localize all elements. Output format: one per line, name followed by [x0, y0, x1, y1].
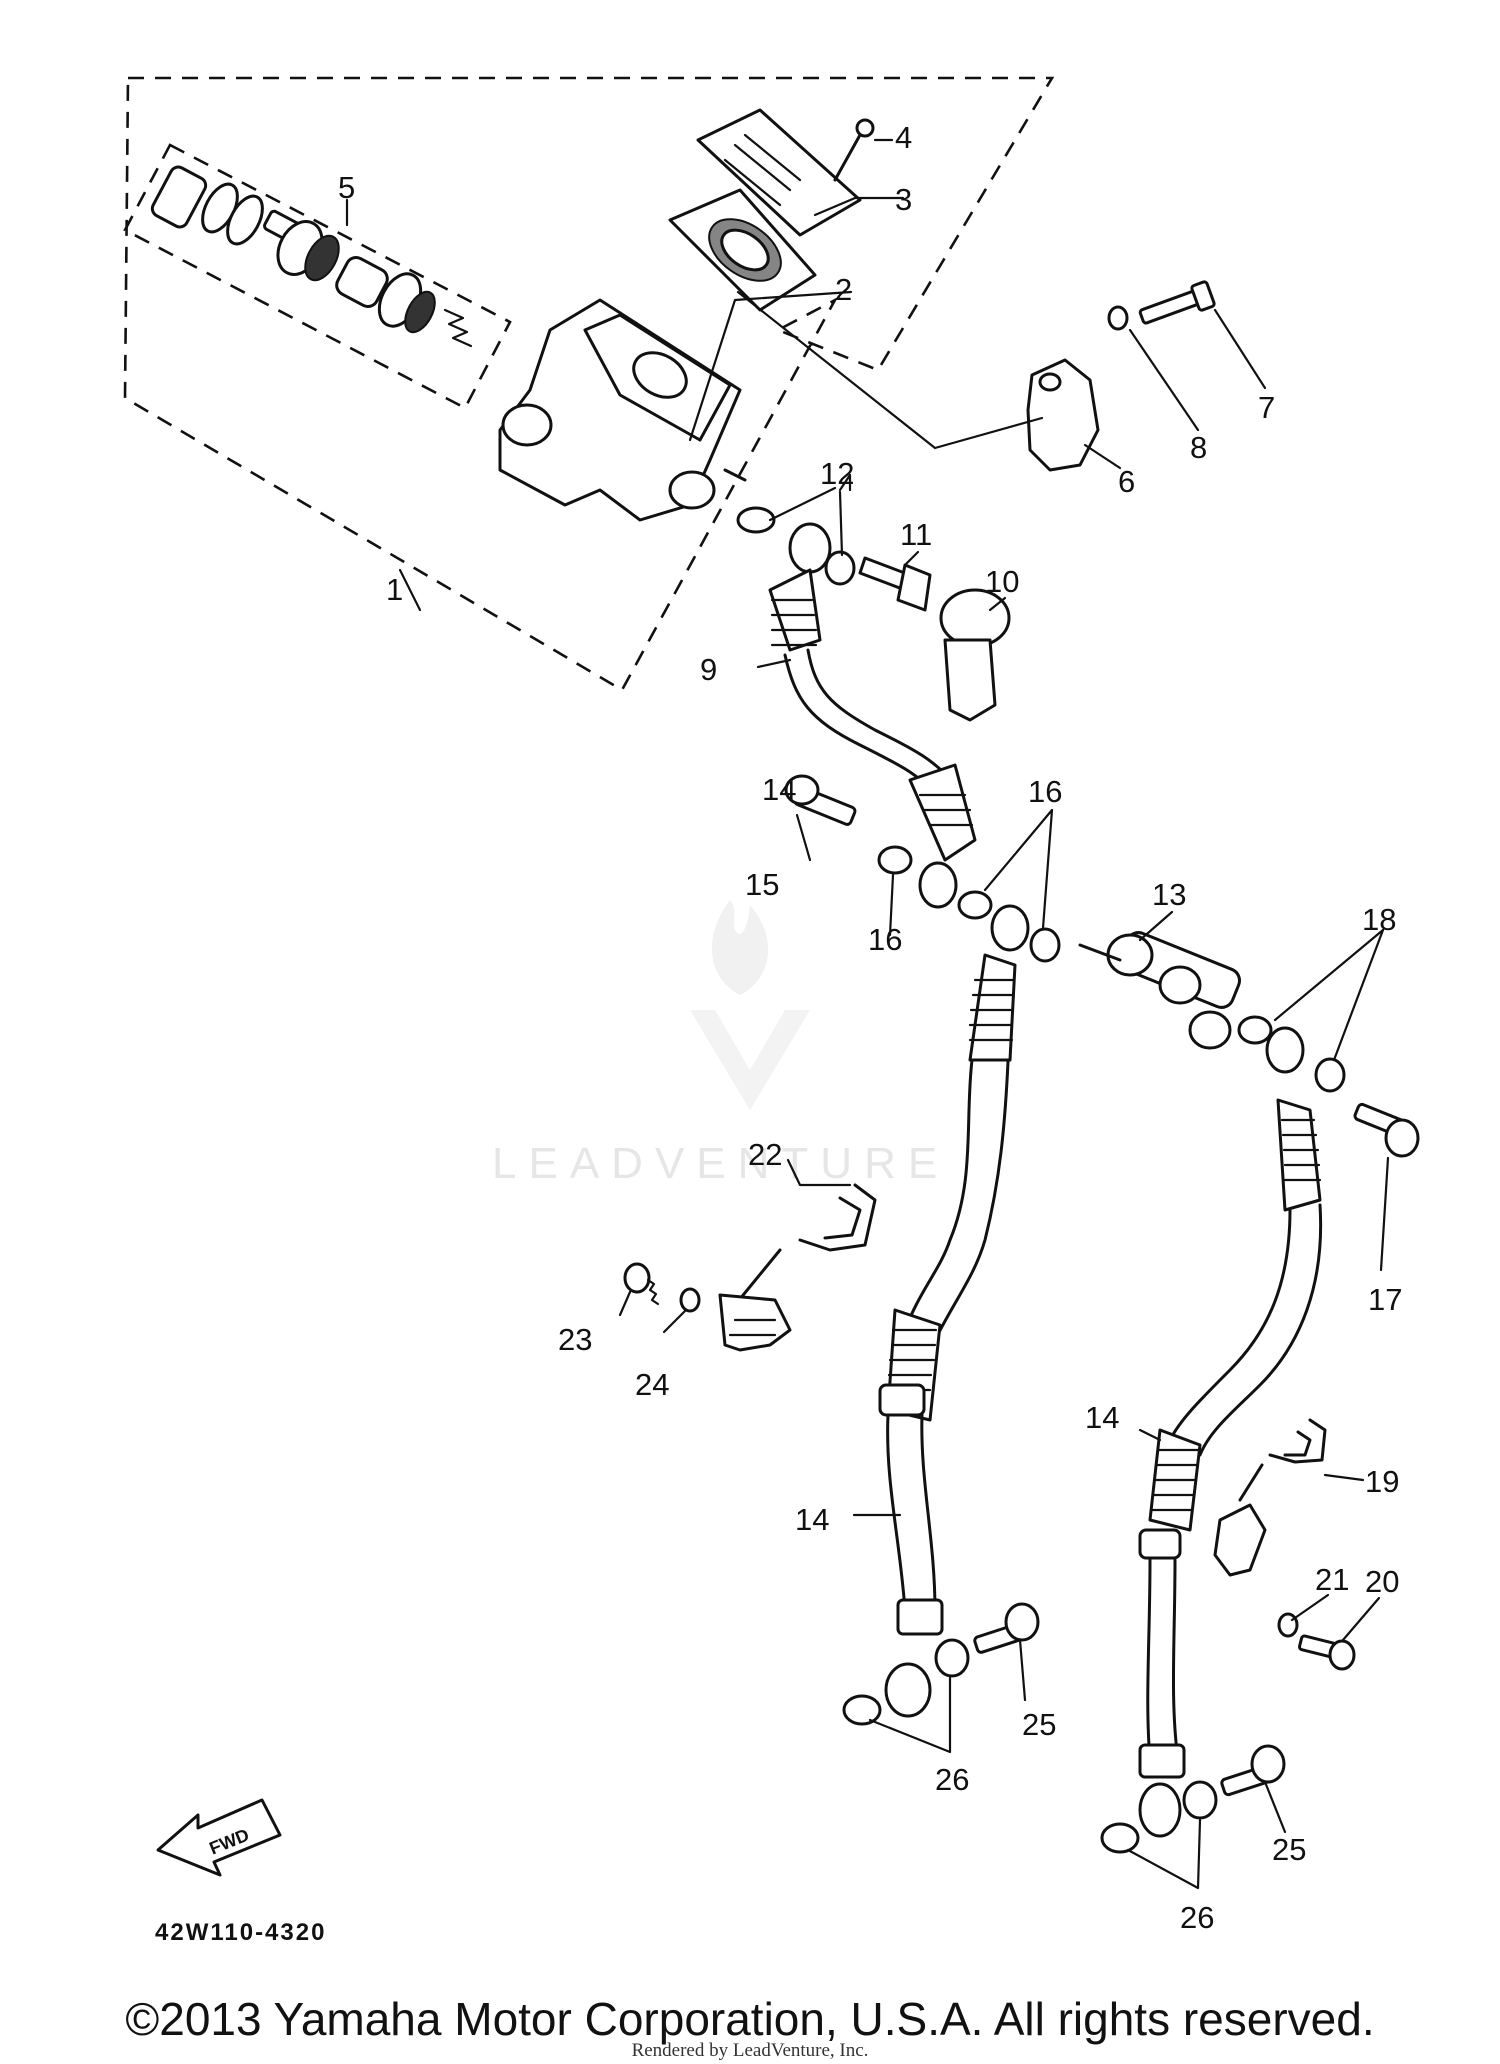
callout-14b: 14: [1085, 1400, 1119, 1435]
callout-16b: 16: [1028, 774, 1062, 809]
cover-screw-4: [833, 118, 875, 182]
callout-11: 11: [900, 517, 932, 552]
brake-hose-9: [768, 522, 977, 909]
callout-25b: 25: [1272, 1832, 1306, 1867]
callout-18: 18: [1362, 902, 1396, 937]
gasket-26b: [934, 1638, 970, 1678]
callout-7: 7: [1258, 390, 1275, 425]
gasket-18a: [1237, 1015, 1273, 1045]
brake-hose-14-right: [1138, 1098, 1323, 1838]
callout-10: 10: [985, 564, 1019, 599]
union-bolt-15: [784, 774, 857, 826]
copyright-notice: ©2013 Yamaha Motor Corporation, U.S.A. A…: [125, 1993, 1375, 2045]
brake-hose-14-left: [878, 953, 1017, 1718]
hose-guide-22: [718, 1183, 877, 1352]
callout-5: 5: [338, 170, 355, 205]
clamp-screw-7: [1138, 280, 1216, 325]
callout-9: 9: [700, 652, 717, 687]
watermark-logo: [690, 900, 810, 1110]
brake-joint-13: [1078, 931, 1242, 1050]
callout-17: 17: [1368, 1282, 1402, 1317]
gasket-16b: [957, 890, 993, 920]
reservoir-diaphragm-2: [668, 188, 817, 312]
diagram-code: 42W110-4320: [155, 1919, 326, 1946]
banjo-fitting-right: [1265, 1026, 1305, 1074]
gasket-26c: [1100, 1822, 1140, 1854]
gasket-16a: [877, 845, 913, 875]
callout-6: 6: [1118, 464, 1135, 499]
fwd-arrow: FWD: [156, 1798, 282, 1877]
callout-21: 21: [1315, 1562, 1349, 1597]
callout-4: 4: [895, 120, 912, 155]
callout-1: 1: [386, 572, 403, 607]
leader-6-to-body: [736, 290, 1044, 450]
callout-19: 19: [1365, 1464, 1399, 1499]
union-bolt-25a: [973, 1602, 1040, 1654]
washer-8: [1107, 305, 1129, 331]
callout-20: 20: [1365, 1564, 1399, 1599]
callout-8: 8: [1190, 430, 1207, 465]
reservoir-cover-3: [696, 108, 862, 237]
callout-3: 3: [895, 182, 912, 217]
callout-22: 22: [748, 1137, 782, 1172]
gasket-18b: [1314, 1057, 1346, 1093]
callout-24: 24: [635, 1367, 669, 1402]
callout-15: 15: [745, 867, 779, 902]
union-bolt-11: [858, 556, 932, 612]
union-bolt-17: [1353, 1102, 1420, 1158]
master-cylinder-body: [498, 298, 747, 522]
gasket-26a: [842, 1694, 882, 1726]
bolt-cap-10: [939, 588, 1011, 722]
callout-25a: 25: [1022, 1707, 1056, 1742]
rendered-by-notice: Rendered by LeadVenture, Inc.: [631, 2040, 869, 2061]
callout-23: 23: [558, 1322, 592, 1357]
washer-24: [679, 1287, 701, 1313]
seal-kit-5: [150, 165, 473, 348]
callout-12: 12: [820, 456, 854, 491]
gasket-26d: [1182, 1780, 1218, 1820]
callout-14a: 14: [795, 1502, 829, 1537]
gasket-12a: [736, 506, 776, 534]
callout-2: 2: [835, 272, 852, 307]
callout-14c: 14: [762, 772, 796, 807]
union-bolt-25b: [1220, 1744, 1286, 1797]
assembly-outline-1: [123, 76, 1055, 692]
watermark-text: LEADVENTURE: [492, 1139, 949, 1188]
callout-16a: 16: [868, 922, 902, 957]
callout-26b: 26: [1180, 1900, 1214, 1935]
banjo-fitting-left: [990, 904, 1030, 952]
callouts: 1 2 3 4 5 6 7 8 9 10 11 12 13 14 14 14 1…: [338, 120, 1402, 1935]
hose-guide-19: [1213, 1418, 1327, 1577]
gasket-12b: [824, 550, 856, 586]
callout-26a: 26: [935, 1762, 969, 1797]
leader-lines: [345, 138, 1390, 1890]
gasket-16c: [1029, 927, 1061, 963]
clamp-bracket-6: [1026, 358, 1100, 472]
callout-13: 13: [1152, 877, 1186, 912]
bolt-23: [623, 1262, 660, 1306]
assembly-outline-5: [123, 143, 512, 410]
bolt-20: [1298, 1634, 1356, 1671]
